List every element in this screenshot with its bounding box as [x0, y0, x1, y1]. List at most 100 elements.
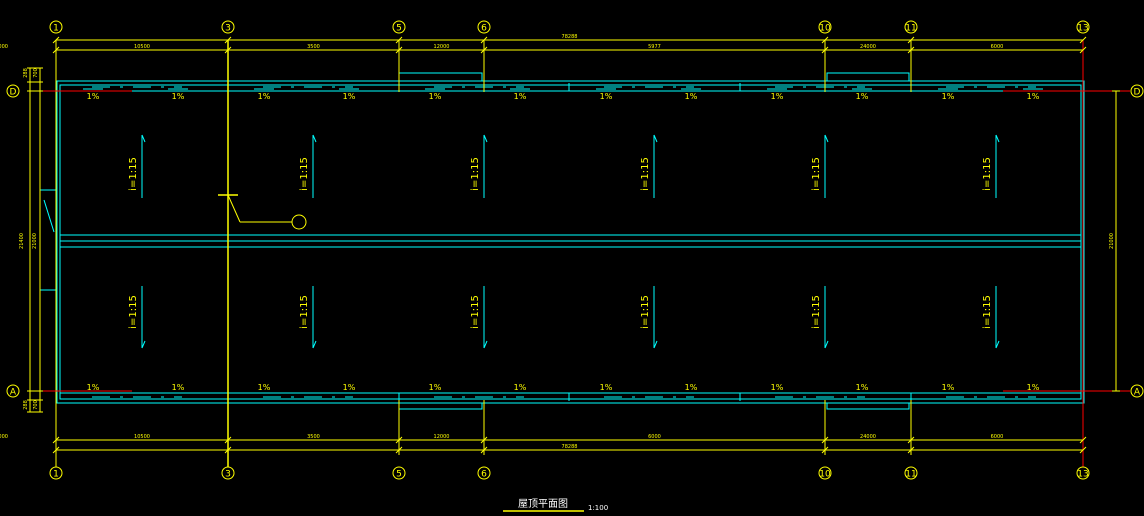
- gutter-slope-bottom: 1%: [87, 383, 100, 392]
- roof-slope-lower: i=1:15: [640, 295, 651, 329]
- dim-tick-total-bottom: [52, 446, 60, 454]
- gutter-slope-top: 1%: [87, 92, 100, 101]
- dim-tick-total-bottom: [907, 446, 915, 454]
- dim-right-text: 21000: [1109, 233, 1115, 249]
- dim-text-bottom: 6000: [648, 434, 661, 440]
- gutter-slope-bottom: 1%: [514, 383, 527, 392]
- dim-tick-total-bottom: [395, 446, 403, 454]
- dim-tick-total-top: [480, 36, 488, 44]
- roof-slope-arrowhead-lower: [483, 340, 488, 349]
- gutter-slope-top: 1%: [343, 92, 356, 101]
- dim-left-text: 288: [23, 68, 29, 78]
- dim-tick-total-bottom: [821, 446, 829, 454]
- roof-slope-lower: i=1:15: [811, 295, 822, 329]
- dim-tick-bottom: [821, 436, 829, 444]
- gutter-slope-top: 1%: [600, 92, 613, 101]
- axis-bubble-top-label: 10: [819, 24, 831, 34]
- dim-tick-bottom: [480, 436, 488, 444]
- roof-slope-lower: i=1:15: [470, 295, 481, 329]
- drawing-title: 屋顶平面图: [518, 498, 568, 510]
- dim-text-top: 12000: [0, 44, 8, 50]
- roof-slope-upper: i=1:15: [470, 157, 481, 191]
- leader-diagonal: [227, 194, 241, 223]
- roof-slope-arrowhead-upper: [312, 134, 317, 143]
- dim-tick-total-top: [224, 36, 232, 44]
- roof-slope-upper: i=1:15: [299, 157, 310, 191]
- gutter-slope-bottom: 1%: [771, 383, 784, 392]
- dim-tick-top: [907, 46, 915, 54]
- axis-bubble-top-circle: [904, 20, 918, 34]
- gutter-slope-bottom: 1%: [343, 383, 356, 392]
- dim-tick-total-bottom: [224, 446, 232, 454]
- roof-slope-arrowhead-upper: [141, 134, 146, 143]
- dim-text-bottom: 10500: [134, 434, 150, 440]
- dim-tick-total-top: [1079, 36, 1087, 44]
- slope-annotations: 1%1%1%1%1%1%1%1%1%1%1%1%1%1%1%1%1%1%1%1%…: [83, 88, 1043, 394]
- axis-bubble-bottom-label: 10: [819, 470, 831, 480]
- dim-text-bottom: 12000: [434, 434, 450, 440]
- canopy-top-right: [826, 72, 910, 82]
- axis-bubble-top-circle: [392, 20, 406, 34]
- roof-slope-arrowhead-lower: [312, 340, 317, 349]
- axis-bubble-top-circle: [477, 20, 491, 34]
- roof-slope-arrowhead-lower: [824, 340, 829, 349]
- dim-text-bottom: 6000: [991, 434, 1004, 440]
- dim-tick-top: [224, 46, 232, 54]
- dim-tick-top: [395, 46, 403, 54]
- roof-slope-arrowhead-upper: [995, 134, 1000, 143]
- roof-slope-arrowhead-lower: [653, 340, 658, 349]
- dim-left-text: 700: [33, 68, 39, 78]
- axis-bubble-top-circle: [1076, 20, 1090, 34]
- axis-bubble-right-label: D: [1134, 88, 1141, 98]
- axis-bubble-bottom-circle: [49, 466, 63, 480]
- dim-text-top: 6000: [991, 44, 1004, 50]
- dim-tick-bottom: [224, 436, 232, 444]
- gutter-slope-bottom: 1%: [1027, 383, 1040, 392]
- gutter-slope-top: 1%: [514, 92, 527, 101]
- roof-slope-lower: i=1:15: [128, 295, 139, 329]
- detail-callout-circle: [291, 214, 307, 230]
- gutter-slope-bottom: 1%: [856, 383, 869, 392]
- dim-tick-top: [1079, 46, 1087, 54]
- gutter-slope-bottom: 1%: [429, 383, 442, 392]
- dim-tick-bottom: [395, 436, 403, 444]
- axis-bubble-left-label: A: [10, 388, 17, 398]
- axis-bubble-right-circle: [1130, 384, 1144, 398]
- axis-bubble-top-label: 6: [481, 24, 487, 34]
- dim-tick-total-bottom: [480, 446, 488, 454]
- axis-bubble-right-circle: [1130, 84, 1144, 98]
- axis-bubble-bottom-circle: [818, 466, 832, 480]
- axis-bubble-bottom-circle: [392, 466, 406, 480]
- roof-slope-arrowhead-lower: [141, 340, 146, 349]
- dim-text-top: 5977: [648, 44, 661, 50]
- drawing-scale: 1:100: [588, 504, 608, 512]
- axis-bubble-bottom-circle: [904, 466, 918, 480]
- dim-tick-total-top: [395, 36, 403, 44]
- gutter-slope-bottom: 1%: [942, 383, 955, 392]
- gutter-slope-top: 1%: [172, 92, 185, 101]
- axis-bubble-bottom-label: 11: [905, 470, 916, 480]
- dim-left-text: 21000: [32, 233, 38, 249]
- gutter-slope-top: 1%: [942, 92, 955, 101]
- axis-bubble-top-label: 1: [53, 24, 59, 34]
- axis-bubble-bottom-circle: [1076, 466, 1090, 480]
- gutter-slope-bottom: 1%: [685, 383, 698, 392]
- gutter-slope-bottom: 1%: [600, 383, 613, 392]
- dim-tick-top: [52, 46, 60, 54]
- dim-total-text-bottom: 78288: [562, 444, 578, 450]
- dim-text-bottom: 3500: [307, 434, 320, 440]
- dim-text-bottom: 10000: [0, 434, 8, 440]
- dim-tick-total-top: [907, 36, 915, 44]
- axis-bubble-left-circle: [6, 84, 20, 98]
- dim-text-top: 10500: [134, 44, 150, 50]
- axis-bubble-top-circle: [49, 20, 63, 34]
- axis-bubble-bottom-circle: [477, 466, 491, 480]
- axis-bubble-bottom-label: 5: [396, 470, 402, 480]
- roof-inner-edge: [59, 84, 1082, 400]
- roof-slope-upper: i=1:15: [982, 157, 993, 191]
- axis-bubble-left-circle: [6, 384, 20, 398]
- axis-bubble-bottom-label: 6: [481, 470, 487, 480]
- roof-slope-lower: i=1:15: [982, 295, 993, 329]
- roof-slope-arrowhead-lower: [995, 340, 1000, 349]
